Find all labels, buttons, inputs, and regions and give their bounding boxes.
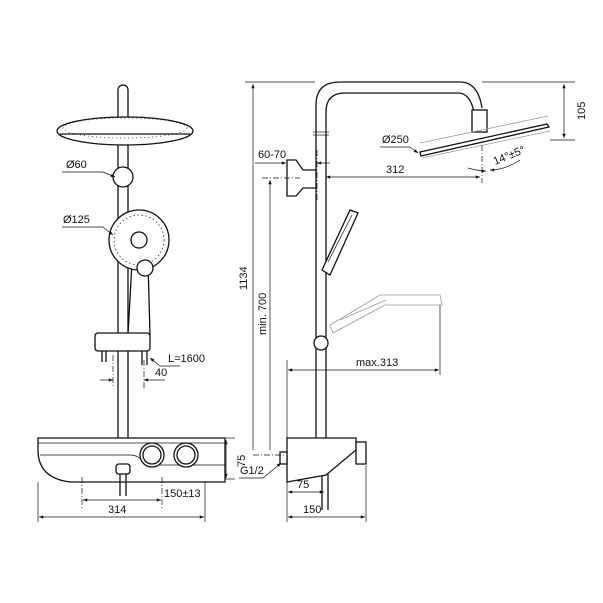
label-headshower-diameter: Ø250 bbox=[382, 134, 409, 146]
label-thermostat-width: 314 bbox=[108, 504, 126, 516]
front-view: Ø60 Ø125 L=1600 40 75 150±13 314 bbox=[37, 84, 248, 522]
label-thermostat-depth: 150 bbox=[303, 504, 321, 516]
label-thread: G1/2 bbox=[240, 465, 264, 477]
side-view: 1134 min. 700 60-70 312 Ø250 105 14°±5° … bbox=[238, 81, 588, 522]
label-bracket-distance: 60-70 bbox=[258, 149, 286, 161]
label-total-height: 1134 bbox=[238, 266, 250, 290]
shower-pole-side bbox=[315, 81, 483, 440]
head-shower-side bbox=[419, 115, 551, 159]
head-joint bbox=[471, 109, 488, 133]
thermostat-side bbox=[279, 437, 367, 510]
label-connection-spacing: 150±13 bbox=[164, 488, 201, 500]
label-connector-diameter: Ø60 bbox=[66, 159, 87, 171]
slider-side bbox=[313, 335, 329, 351]
thermostat-front bbox=[37, 437, 226, 496]
handshower-front bbox=[108, 209, 170, 336]
label-slider-offset: 40 bbox=[155, 367, 167, 379]
handshower-ghost bbox=[329, 294, 443, 334]
label-thermostat-height: 75 bbox=[236, 455, 248, 467]
label-tilt-angle: 14°±5° bbox=[492, 144, 527, 168]
label-hose-length: L=1600 bbox=[168, 353, 205, 365]
label-handshower-diameter: Ø125 bbox=[63, 214, 90, 226]
handshower-side bbox=[321, 209, 359, 276]
pipe-connector bbox=[112, 166, 134, 188]
slider-bracket bbox=[94, 332, 151, 365]
wall-bracket bbox=[286, 159, 317, 197]
label-head-height: 105 bbox=[576, 102, 588, 120]
label-min-bracket-height: min. 700 bbox=[257, 293, 269, 335]
label-arm-projection: 312 bbox=[386, 164, 404, 176]
label-outlet-offset: 75 bbox=[297, 479, 309, 491]
head-shower-front bbox=[56, 116, 194, 146]
label-max-projection: max.313 bbox=[356, 357, 398, 369]
shower-pole bbox=[117, 84, 129, 440]
